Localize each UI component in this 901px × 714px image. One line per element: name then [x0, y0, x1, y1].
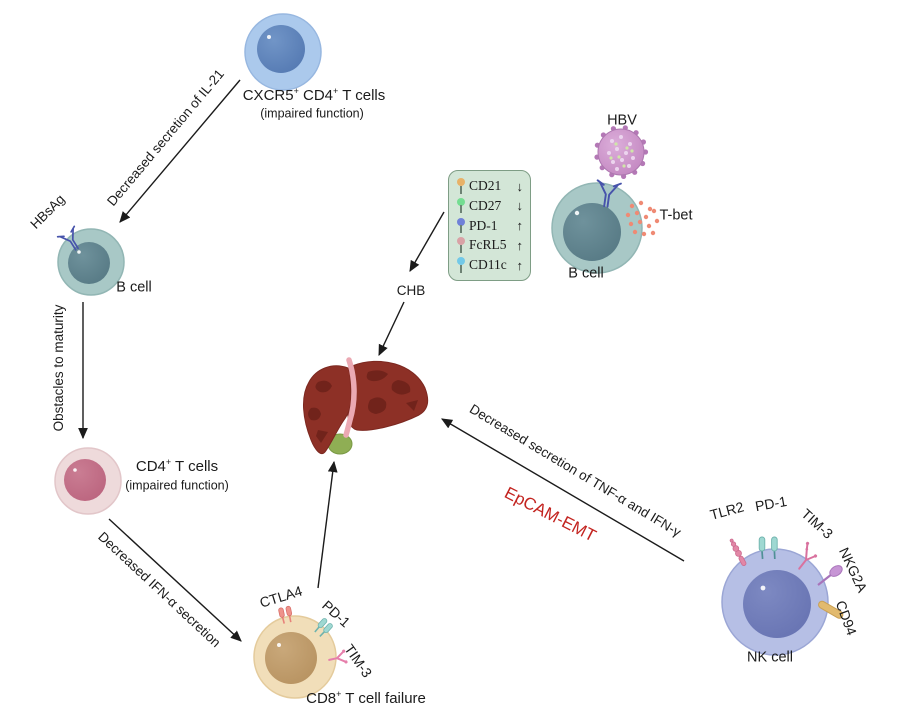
- fcrl5-pin-icon: [457, 237, 465, 253]
- marker-name: PD-1: [469, 217, 498, 233]
- hbv-label: HBV: [607, 112, 637, 129]
- tbet-label: T-bet: [659, 207, 693, 224]
- up-arrow-icon: ↑: [516, 257, 524, 273]
- nk-cell-graphic: [721, 536, 844, 656]
- down-arrow-icon: ↓: [516, 178, 524, 194]
- liver-texture-patches: [308, 370, 418, 443]
- hbsag-antibody-icon: [56, 225, 79, 251]
- arrow-ifn-alpha: [108, 518, 242, 642]
- pd1-receptor-cd8-icon: [314, 618, 333, 638]
- marker-name: CD27: [469, 197, 502, 213]
- cd8-cell-graphic: [253, 605, 348, 699]
- cd4-cell-sublabel: (impaired function): [125, 478, 229, 493]
- cd4-cell-graphic: [54, 447, 122, 515]
- cxcr5-cell-graphic: [244, 13, 322, 91]
- arrow-il21: [119, 79, 241, 223]
- maturity-edge-label: Obstacles to maturity: [50, 304, 66, 432]
- nk-cell-label: NK cell: [747, 649, 793, 666]
- up-arrow-icon: ↑: [516, 218, 524, 233]
- tim3-receptor-nk-icon: [798, 541, 818, 570]
- cxcr5-cell-sublabel: (impaired function): [260, 106, 364, 121]
- cd21-pin-icon: [457, 178, 465, 194]
- cd94-receptor-icon: [818, 600, 844, 619]
- bcr-antibody-icon: [596, 179, 622, 208]
- marker-name: CD21: [469, 178, 502, 193]
- arrow-cd8-to-liver: [317, 460, 338, 589]
- marker-panel: CD21 ↓ CD27 ↓ PD-1 ↑ FcRL5 ↑ CD11c ↑: [448, 170, 531, 281]
- tbet-dots-icon: [625, 200, 660, 237]
- marker-row-pd1: PD-1 ↑: [457, 217, 523, 235]
- tlr2-receptor-icon: [729, 538, 747, 566]
- arrow-chb-to-liver: [378, 301, 405, 357]
- cd4-cell-label: CD4+ T cells: [135, 457, 219, 476]
- marker-name: CD11c: [469, 257, 507, 272]
- chb-label: CHB: [396, 282, 426, 298]
- arrow-to-chb: [409, 211, 445, 272]
- pd1-pin-icon: [457, 217, 465, 233]
- marker-row-fcrl5: FcRL5 ↑: [457, 236, 523, 254]
- b-cell-right-label: B cell: [568, 265, 604, 282]
- cxcr5-cell-label: CXCR5+ CD4+ T cells: [242, 86, 386, 105]
- arrow-layer: [78, 79, 685, 642]
- cd8-cell-label: CD8+ T cell failure: [306, 689, 426, 708]
- liver-illustration: [303, 357, 429, 455]
- down-arrow-icon: ↓: [516, 198, 524, 214]
- liver-ligament-icon: [343, 357, 357, 438]
- arrow-nk-to-liver: [441, 418, 685, 562]
- b-cell-left-label: B cell: [116, 279, 152, 296]
- cd11c-pin-icon: [457, 257, 465, 273]
- marker-name: FcRL5: [469, 237, 507, 253]
- b-cell-left-graphic: [56, 225, 125, 296]
- up-arrow-icon: ↑: [516, 237, 524, 253]
- cd27-pin-icon: [457, 197, 465, 214]
- marker-row-cd27: CD27 ↓: [457, 197, 523, 215]
- hbv-virus-icon: [594, 125, 649, 179]
- marker-row-cd11c: CD11c ↑: [457, 256, 523, 274]
- pd1-receptor-nk-icon: [758, 536, 778, 560]
- marker-row-cd21: CD21 ↓: [457, 177, 523, 195]
- tim3-receptor-cd8-icon: [328, 649, 348, 664]
- b-cell-right-graphic: [551, 179, 643, 274]
- ctla4-receptor-icon: [278, 605, 293, 624]
- nkg2a-receptor-icon: [817, 565, 843, 586]
